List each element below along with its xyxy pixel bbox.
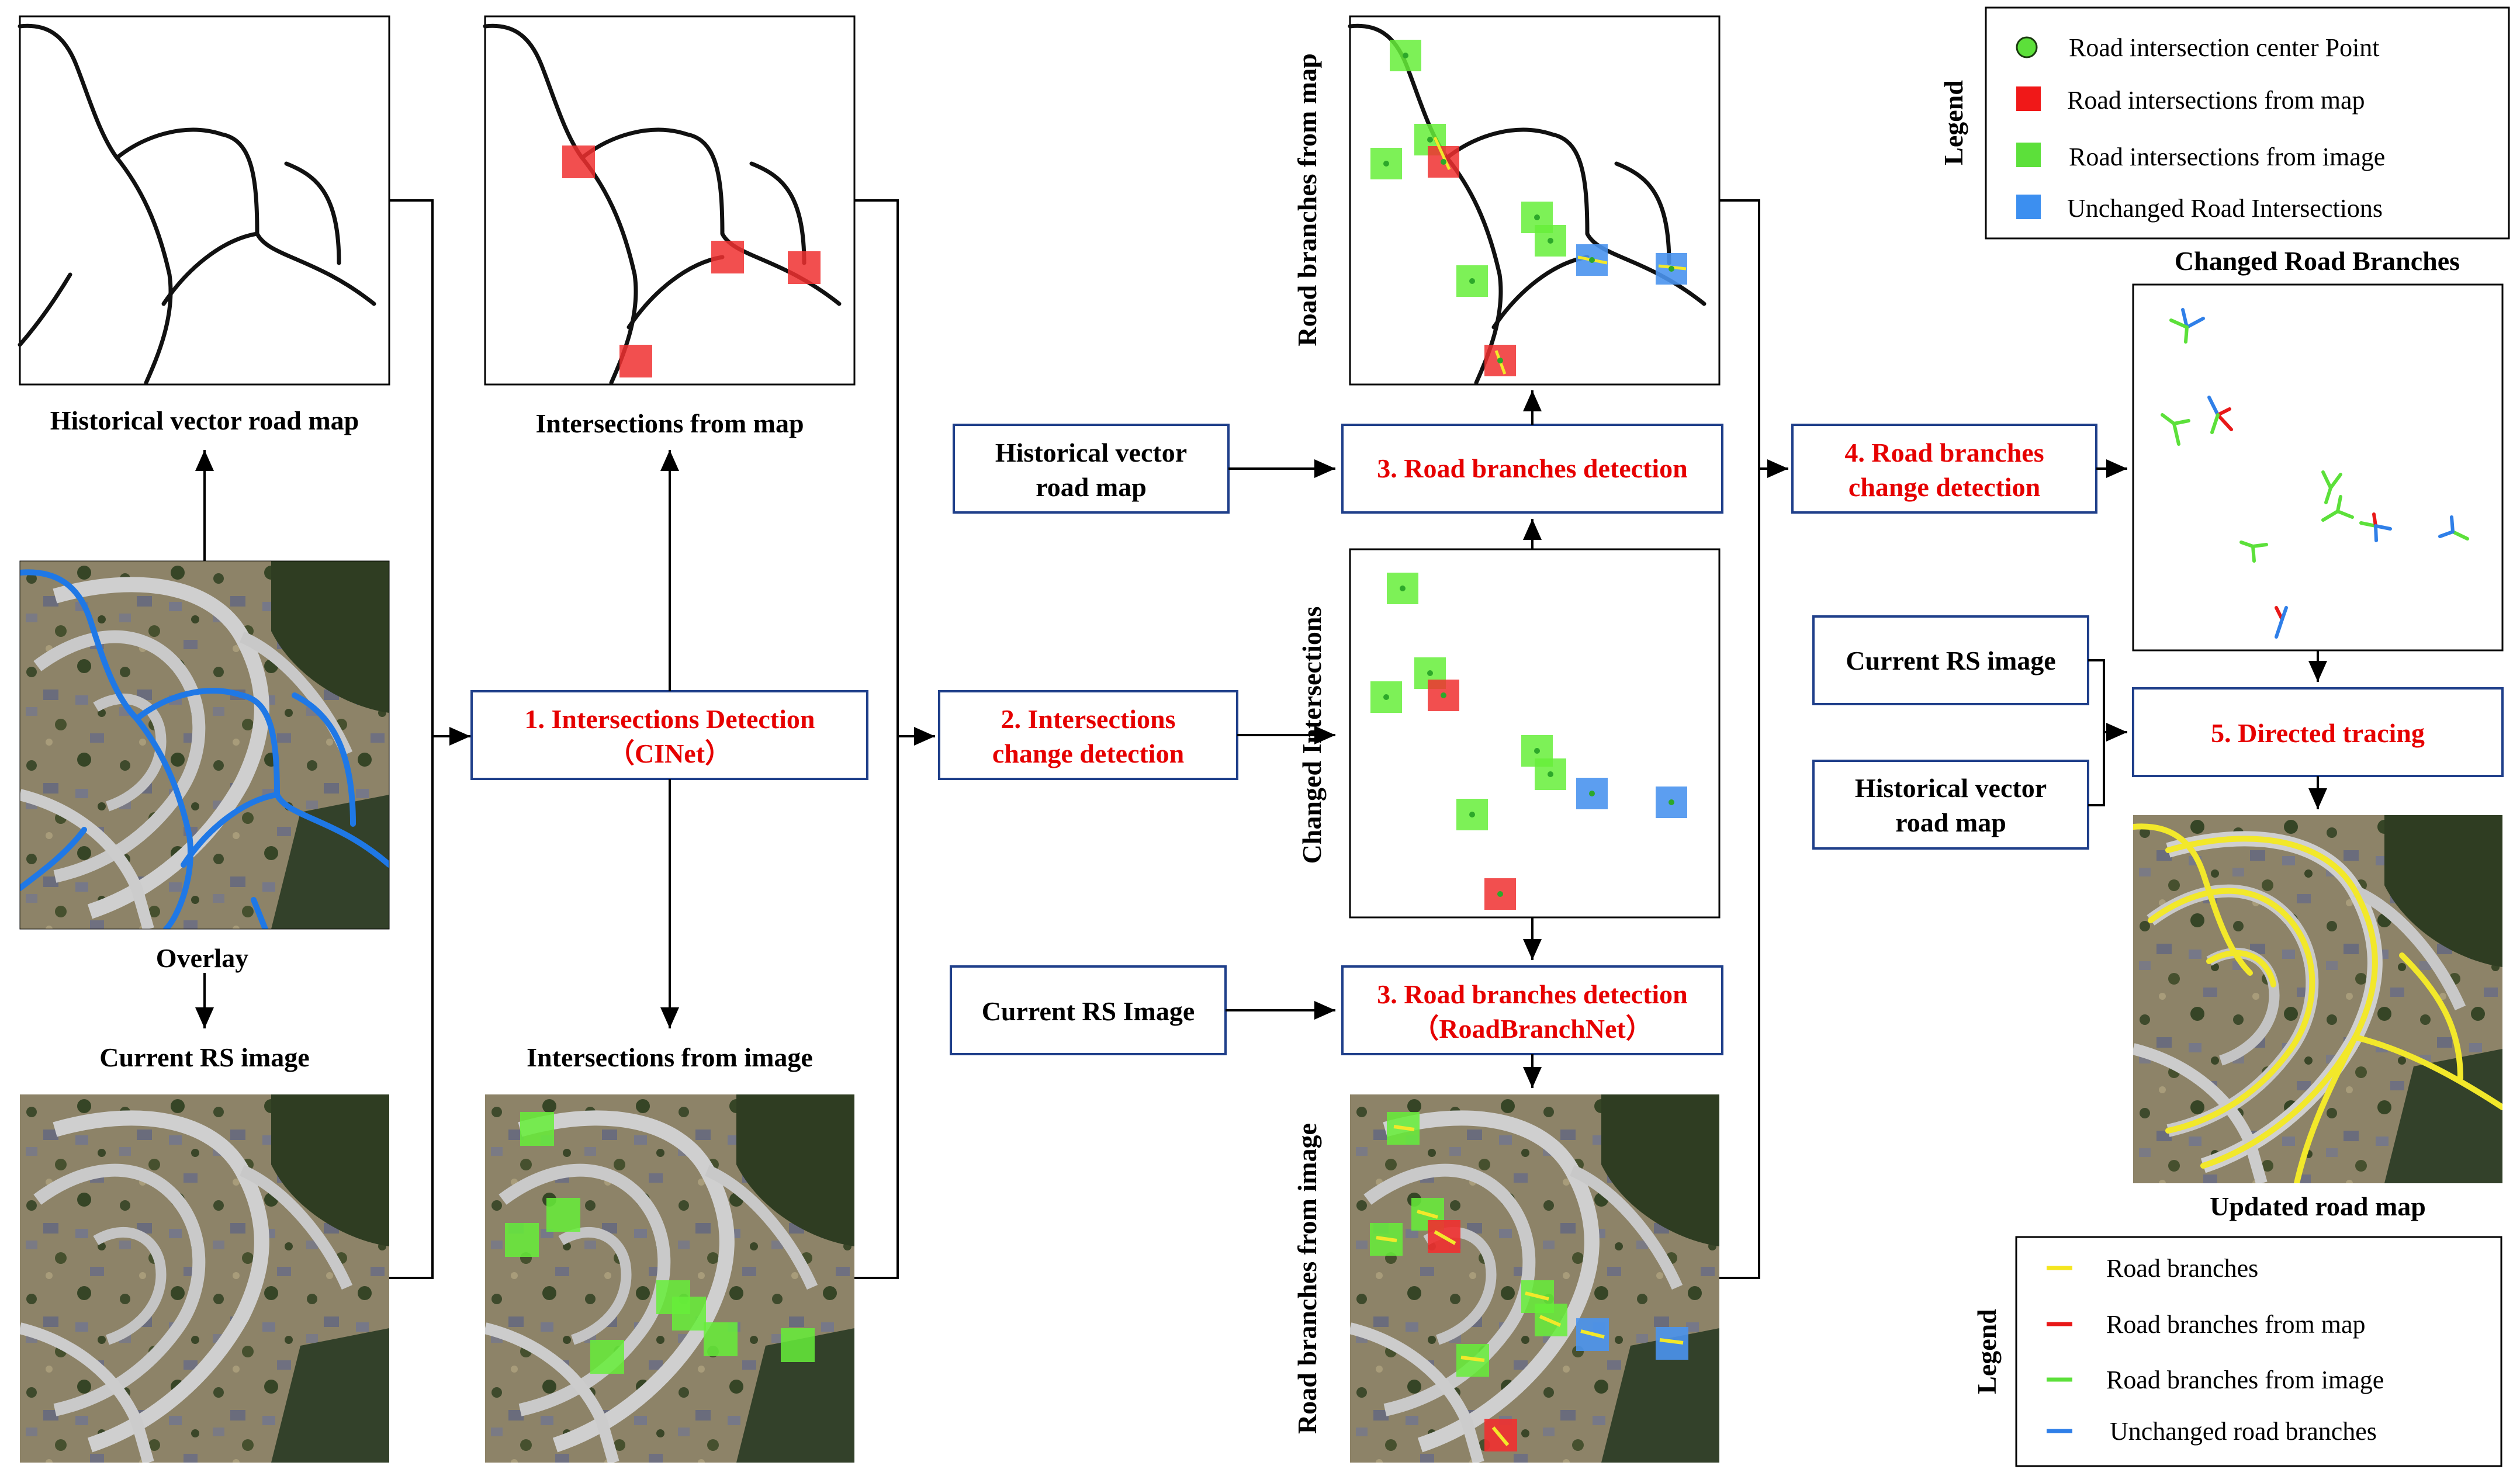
road-branches-map-panel: [1348, 15, 1721, 386]
updated-road-map-panel: [2133, 815, 2502, 1183]
legend2-item1: Road branches: [2106, 1254, 2258, 1283]
historical-vector-input-line1: Historical vector: [995, 438, 1187, 467]
legend2-item2: Road branches from map: [2106, 1310, 2366, 1339]
road-branches-image-panel: [1350, 1094, 1719, 1463]
historical-vector-input-line2: road map: [1036, 472, 1147, 502]
step3b-subtitle: （RoadBranchNet）: [1412, 1014, 1652, 1044]
changed-road-branches-caption: Changed Road Branches: [2175, 246, 2460, 276]
legend2-title: Legend: [1972, 1309, 2002, 1394]
col3-arrows: [1226, 199, 1788, 1279]
historical-vector-input-box-2: Historical vector road map: [1812, 760, 2089, 850]
step4-box: 4. Road branches change detection: [1791, 424, 2097, 514]
updated-road-map-caption: Updated road map: [2210, 1191, 2426, 1221]
current-rs-input-box-2: Current RS image: [1812, 615, 2089, 705]
overlay-image-panel: [19, 560, 390, 930]
step2-box: 2. Intersections change detection: [938, 690, 1238, 780]
col2-arrows: [660, 199, 935, 1279]
current-rs-input-box: Current RS Image: [950, 965, 1227, 1055]
step1-title: 1. Intersections Detection: [525, 704, 815, 734]
step5-box: 5. Directed tracing: [2132, 687, 2504, 777]
legend1-item2: Road intersections from map: [2067, 86, 2365, 115]
legend2-item4: Unchanged road branches: [2110, 1417, 2377, 1446]
step3a-box: 3. Road branches detection: [1341, 424, 1723, 514]
intersections-image-panel: [485, 1094, 854, 1463]
step2-title: 2. Intersections: [1001, 704, 1176, 734]
col1-arrows: [195, 199, 470, 1279]
step1-box: 1. Intersections Detection （CINet）: [470, 690, 868, 780]
intersections-from-image-caption: Intersections from image: [527, 1042, 813, 1072]
step3b-box: 3. Road branches detection （RoadBranchNe…: [1341, 965, 1723, 1055]
step3a-title: 3. Road branches detection: [1377, 453, 1688, 483]
step3b-title: 3. Road branches detection: [1377, 979, 1688, 1009]
current-rs-input-label: Current RS Image: [982, 996, 1195, 1026]
step1-subtitle: （CINet）: [608, 739, 732, 768]
image-intersection-swatch: [2016, 143, 2041, 167]
legend1-title: Legend: [1939, 80, 1968, 165]
historical-vector-input-2-line1: Historical vector: [1855, 773, 2047, 803]
legend-road-branches: Legend Road branches Road branches from …: [1972, 1236, 2502, 1467]
map-intersection-swatch: [2016, 86, 2041, 111]
changed-road-branches-panel: [2132, 283, 2504, 652]
legend1-item4: Unchanged Road Intersections: [2067, 194, 2383, 223]
current-rs-image-caption: Current RS image: [99, 1042, 309, 1072]
historical-vector-input-2-line2: road map: [1895, 808, 2006, 837]
col4-arrows: [2088, 459, 2327, 809]
center-point-swatch: [2016, 36, 2038, 58]
legend1-item1: Road intersection center Point: [2069, 33, 2380, 62]
overlay-caption: Overlay: [156, 943, 248, 973]
road-branches-from-map-caption: Road branches from map: [1292, 53, 1322, 346]
legend1-item3: Road intersections from image: [2069, 143, 2385, 171]
step4-title: 4. Road branches: [1844, 438, 2044, 467]
unchanged-intersection-swatch: [2016, 195, 2041, 219]
legend-intersections: Legend Road intersection center Point Ro…: [1939, 6, 2510, 240]
step2-subtitle: change detection: [992, 739, 1184, 768]
step5-title: 5. Directed tracing: [2211, 718, 2425, 748]
road-branches-from-image-caption: Road branches from image: [1292, 1123, 1322, 1434]
historical-map-caption: Historical vector road map: [50, 406, 359, 435]
changed-intersections-panel: [1349, 548, 1721, 919]
current-rs-input-2-label: Current RS image: [1846, 646, 2055, 675]
legend2-item3: Road branches from image: [2106, 1366, 2384, 1394]
historical-map-panel: [18, 15, 390, 386]
step4-subtitle: change detection: [1849, 472, 2040, 502]
intersections-from-map-caption: Intersections from map: [535, 408, 804, 438]
intersections-map-panel: [483, 15, 856, 386]
historical-vector-input-box: Historical vector road map: [953, 424, 1230, 514]
current-rs-image-panel: [20, 1094, 389, 1463]
